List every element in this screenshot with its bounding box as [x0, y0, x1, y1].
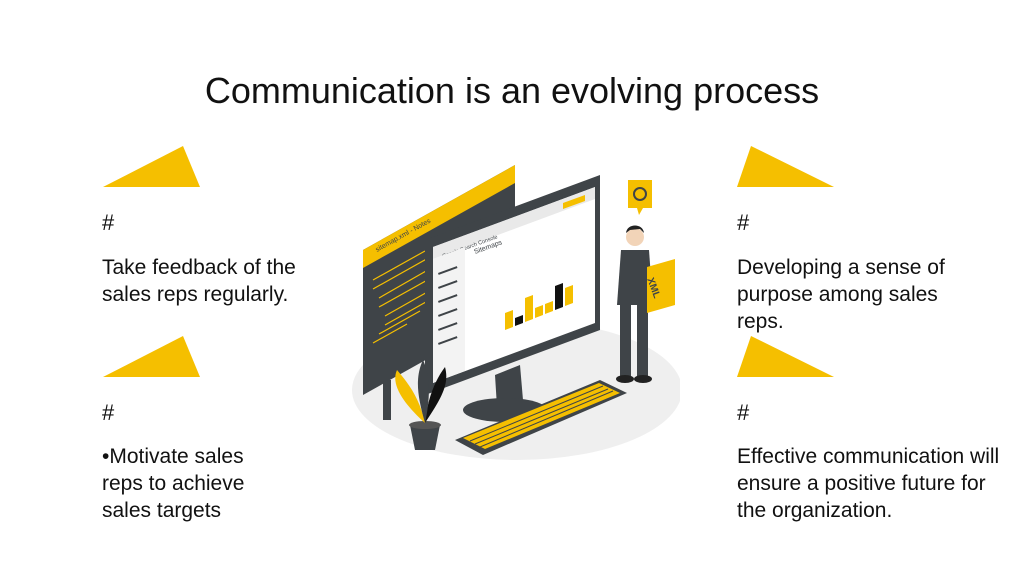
gear-icon: [633, 187, 647, 201]
point-marker-2: #: [737, 210, 750, 235]
point-text-1: Take feedback of the sales reps regularl…: [102, 256, 296, 306]
point-marker-3: #: [102, 400, 115, 425]
monitor: Google Search Console Sitemaps: [425, 175, 600, 422]
point-text-3: •Motivate sales reps to achieve sales ta…: [102, 445, 245, 522]
triangle-decoration-top-right: [737, 146, 834, 187]
triangle-decoration-mid-left: [103, 336, 200, 377]
seo-workstation-illustration: sitemap.xml - Notes Google Search Consol…: [352, 165, 680, 460]
point-marker-4: #: [737, 400, 750, 425]
triangle-decoration-top-left: [103, 146, 200, 187]
point-text-4: Effective communication will ensure a po…: [737, 445, 1000, 522]
triangle-decoration-mid-right: [737, 336, 834, 377]
plant: [395, 360, 447, 450]
point-marker-1: #: [102, 210, 115, 235]
person-figure: XML: [616, 180, 675, 383]
slide-title: Communication is an evolving process: [204, 70, 820, 111]
point-text-2: Developing a sense of purpose among sale…: [737, 256, 945, 333]
keyboard: [455, 380, 627, 455]
